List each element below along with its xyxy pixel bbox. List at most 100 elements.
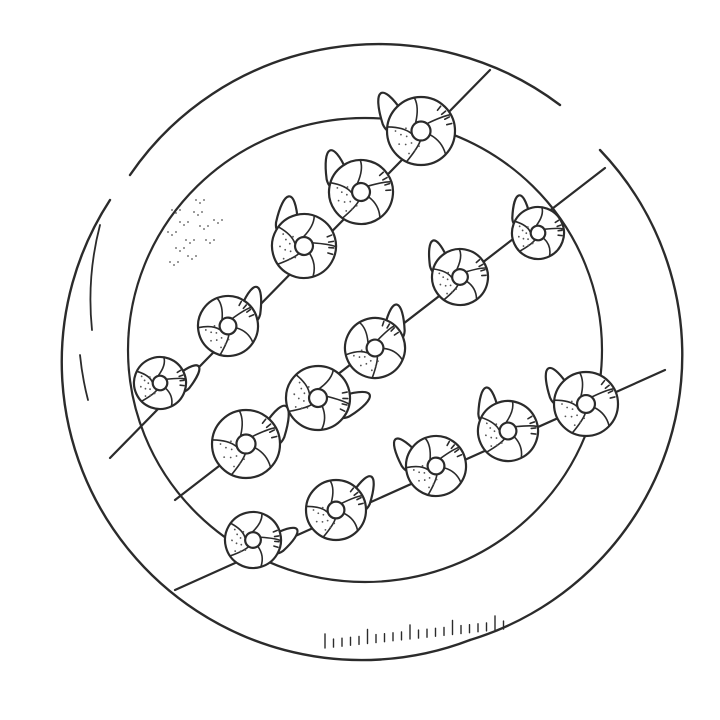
shrimp-segment-line xyxy=(513,436,523,458)
shrimp-hatch xyxy=(327,252,334,256)
shrimp-center xyxy=(529,224,547,242)
shrimp-stipple xyxy=(413,149,416,152)
shrimp-segment-line xyxy=(377,325,396,341)
shrimp-stipple xyxy=(358,356,361,359)
shrimp-stipple xyxy=(576,414,578,417)
shrimp-segment-line xyxy=(371,355,379,379)
shrimp-segment-line xyxy=(251,427,276,438)
shrimp-segment-line xyxy=(439,446,460,460)
shrimp-stipple xyxy=(351,208,353,210)
shrimp-stipple xyxy=(365,362,368,365)
shrimp-stipple xyxy=(215,331,218,334)
shrimp-stipple xyxy=(220,346,222,349)
shrimp-hatch xyxy=(179,384,185,387)
stipple-dot xyxy=(171,234,173,236)
shrimp-segment-line xyxy=(164,387,173,407)
stipple-dot xyxy=(183,224,185,226)
shrimp-hatch xyxy=(268,429,276,434)
shrimp-stipple xyxy=(312,509,315,511)
shrimp-stipple xyxy=(493,430,496,433)
shrimp-stipple xyxy=(418,471,421,474)
shrimp-segment-line xyxy=(515,424,538,428)
shrimp-segment-line xyxy=(341,494,363,504)
shrimp-stipple xyxy=(522,245,525,247)
shrimp-stipple xyxy=(343,201,346,203)
shrimp-stipple xyxy=(231,539,233,542)
shrimp-hatch xyxy=(248,313,255,318)
shrimp-hatch xyxy=(273,540,280,543)
shrimp xyxy=(304,475,375,542)
shrimp-hatch xyxy=(604,384,610,390)
stipple-dot xyxy=(167,231,169,233)
shrimp-stipple xyxy=(242,530,245,533)
shrimp-segment-line xyxy=(514,220,532,233)
shrimp-stipple xyxy=(449,284,452,287)
shrimp-segment-line xyxy=(505,401,514,423)
shrimp-segment-line xyxy=(312,242,337,248)
shrimp-hatch xyxy=(445,122,453,126)
stipple-dot xyxy=(175,231,177,233)
plate-shading xyxy=(167,199,223,266)
shrimp-segment-line xyxy=(277,253,300,265)
shrimp-hatch xyxy=(456,453,463,458)
shrimp-hatch xyxy=(238,300,243,307)
shrimp-stipple xyxy=(573,424,576,427)
shrimp-segment-line xyxy=(322,518,337,538)
shrimp-stipple xyxy=(369,359,372,362)
shrimp-stipple xyxy=(412,469,415,471)
stipple-dot xyxy=(197,214,199,216)
shrimp-segment-line xyxy=(432,268,453,279)
shrimp-segment-line xyxy=(235,327,254,343)
shrimp-segment-line xyxy=(231,306,252,320)
shrimp-stipple xyxy=(428,476,431,479)
shrimp-segment-line xyxy=(387,126,412,135)
shrimp xyxy=(324,149,395,226)
shrimp-hatch xyxy=(357,502,364,506)
shrimp-stipple xyxy=(421,465,424,467)
shrimp-hatch xyxy=(557,229,563,232)
shrimp-stipple xyxy=(224,342,227,345)
stipple-dot xyxy=(203,199,205,201)
shrimp-segment-line xyxy=(326,395,350,405)
shrimp-stipple xyxy=(570,415,573,418)
shrimp-stipple xyxy=(143,379,146,382)
shrimp-stipple xyxy=(147,382,150,385)
shrimp-hatch xyxy=(179,379,185,382)
shrimp-stipple xyxy=(394,130,397,132)
shrimp-stipple xyxy=(571,408,574,410)
shrimp-hatch xyxy=(326,234,333,238)
shrimp-stipple xyxy=(213,325,216,327)
stipple-dot xyxy=(177,261,179,263)
shrimp-center xyxy=(365,338,385,358)
stipple-dot xyxy=(187,255,189,257)
shrimp-stipple xyxy=(355,204,358,207)
shrimp-stipple xyxy=(346,186,349,188)
shrimp-segment-line xyxy=(330,182,353,194)
stipple-dot xyxy=(187,221,189,223)
shrimp-stipple xyxy=(307,386,310,388)
shrimp-hatch xyxy=(339,408,346,412)
shrimp-hatch xyxy=(450,444,456,450)
shrimp-stipple xyxy=(285,238,287,241)
shrimp-stipple xyxy=(149,394,152,397)
shrimp-stipple xyxy=(446,292,448,295)
shrimp-hatch xyxy=(327,240,335,243)
shrimp-stipple xyxy=(297,397,300,400)
shrimp-segment-line xyxy=(288,403,313,413)
shrimp-stipple xyxy=(315,520,318,523)
shrimp-stipple xyxy=(282,233,285,235)
shrimp-stipple xyxy=(235,542,238,545)
plate-inner-well xyxy=(126,116,604,584)
shrimp-segment-line xyxy=(238,410,243,437)
shrimp-stipple xyxy=(230,440,232,443)
shrimp-stipple xyxy=(496,444,498,447)
shrimp-hatch xyxy=(530,432,537,435)
shrimp-segment-line xyxy=(295,374,311,395)
shrimp-center xyxy=(235,433,257,455)
shrimp-segment-line xyxy=(359,322,369,344)
shrimp-stipple xyxy=(324,528,327,531)
stipple-dot xyxy=(221,219,223,221)
shrimp-segment-line xyxy=(554,399,578,407)
shrimp-hatch xyxy=(480,268,486,272)
shrimp-center xyxy=(410,120,432,142)
